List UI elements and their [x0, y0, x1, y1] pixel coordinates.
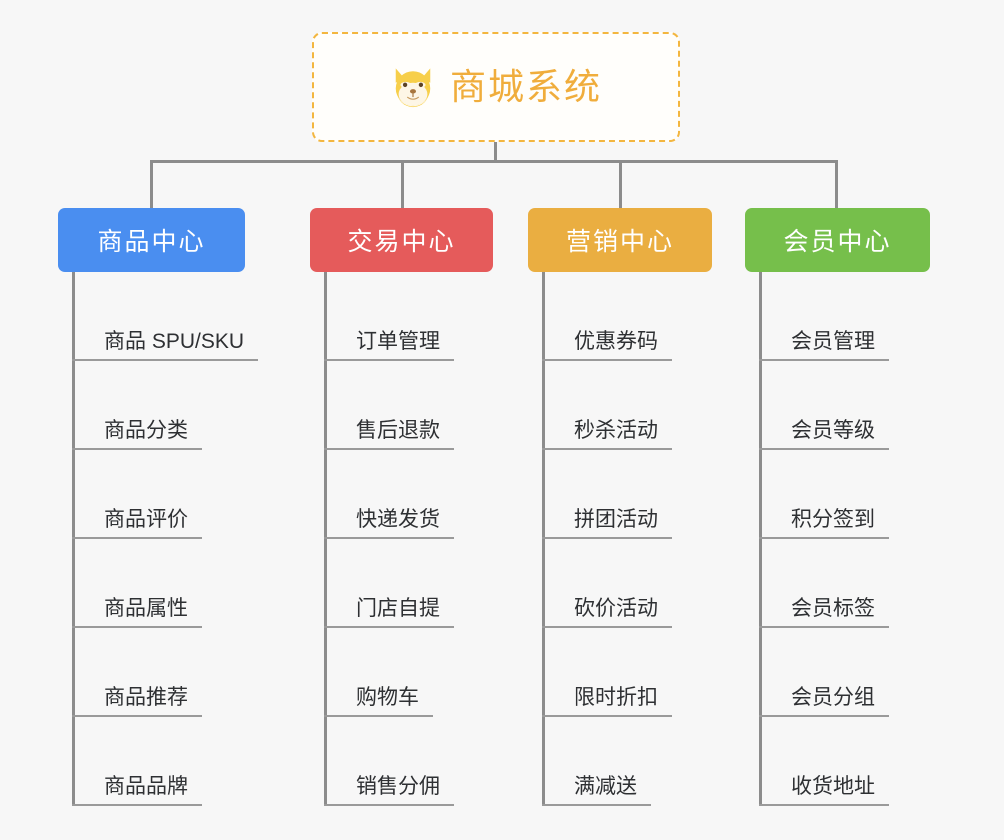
leaf-item[interactable]: 会员等级	[759, 361, 889, 450]
column-spine-product-center	[72, 272, 75, 806]
connector-drop-3	[619, 160, 622, 208]
leaf-item[interactable]: 砍价活动	[542, 539, 672, 628]
leaf-item[interactable]: 售后退款	[324, 361, 454, 450]
leaf-item-label: 会员标签	[759, 597, 889, 628]
leaf-item[interactable]: 会员标签	[759, 539, 889, 628]
branch-column-product-center: 商品中心商品 SPU/SKU 商品分类商品评价商品属性商品推荐商品品牌	[58, 208, 259, 806]
leaf-item[interactable]: 快递发货	[324, 450, 454, 539]
leaf-item-label: 会员分组	[759, 686, 889, 717]
leaf-item[interactable]: 商品推荐	[72, 628, 258, 717]
connector-drop-4	[835, 160, 838, 208]
leaf-item[interactable]: 会员分组	[759, 628, 889, 717]
column-spine-member-center	[759, 272, 762, 806]
dog-face-icon	[395, 68, 431, 108]
leaf-item-label: 购物车	[324, 686, 433, 717]
leaf-item[interactable]: 商品属性	[72, 539, 258, 628]
leaf-item-label: 砍价活动	[542, 597, 672, 628]
category-header-member-center[interactable]: 会员中心	[745, 208, 930, 272]
leaf-list-marketing-center: 优惠券码秒杀活动拼团活动砍价活动限时折扣满减送	[542, 272, 672, 806]
leaf-list-trade-center: 订单管理售后退款快递发货门店自提购物车销售分佣	[324, 272, 454, 806]
category-header-trade-center[interactable]: 交易中心	[310, 208, 493, 272]
category-title: 交易中心	[347, 228, 456, 256]
leaf-item[interactable]: 商品品牌	[72, 717, 258, 806]
leaf-item-label: 会员等级	[759, 419, 889, 450]
branch-column-member-center: 会员中心会员管理会员等级积分签到会员标签会员分组收货地址	[745, 208, 930, 806]
leaf-item[interactable]: 限时折扣	[542, 628, 672, 717]
leaf-item[interactable]: 收货地址	[759, 717, 889, 806]
leaf-item[interactable]: 商品评价	[72, 450, 258, 539]
leaf-item[interactable]: 购物车	[324, 628, 454, 717]
category-title: 营销中心	[565, 228, 674, 256]
leaf-item-label: 拼团活动	[542, 508, 672, 539]
leaf-item-label: 会员管理	[759, 330, 889, 361]
leaf-item[interactable]: 商品 SPU/SKU	[72, 272, 259, 361]
leaf-item-label: 积分签到	[759, 508, 889, 539]
category-title: 会员中心	[783, 228, 892, 256]
leaf-item[interactable]: 拼团活动	[542, 450, 672, 539]
leaf-item-label: 销售分佣	[324, 775, 454, 806]
category-header-marketing-center[interactable]: 营销中心	[528, 208, 712, 272]
leaf-item-label: 秒杀活动	[542, 419, 672, 450]
connector-root-vertical	[494, 142, 497, 162]
leaf-item-label: 商品推荐	[72, 686, 202, 717]
connector-horizontal-bar	[150, 160, 838, 163]
leaf-item-label: 订单管理	[324, 330, 454, 361]
leaf-item-label: 商品分类	[72, 419, 202, 450]
column-spine-marketing-center	[542, 272, 545, 806]
leaf-item-label: 商品 SPU/SKU	[72, 330, 259, 361]
leaf-item[interactable]: 商品分类	[72, 361, 258, 450]
leaf-item[interactable]: 订单管理	[324, 272, 454, 361]
branch-column-trade-center: 交易中心订单管理售后退款快递发货门店自提购物车销售分佣	[310, 208, 493, 806]
leaf-item-label: 商品评价	[72, 508, 202, 539]
connector-drop-1	[150, 160, 153, 208]
leaf-item-label: 收货地址	[759, 775, 889, 806]
leaf-item[interactable]: 销售分佣	[324, 717, 454, 806]
leaf-list-product-center: 商品 SPU/SKU 商品分类商品评价商品属性商品推荐商品品牌	[72, 272, 259, 806]
leaf-item[interactable]: 积分签到	[759, 450, 889, 539]
leaf-item[interactable]: 优惠券码	[542, 272, 672, 361]
leaf-item-label: 门店自提	[324, 597, 454, 628]
leaf-item-label: 快递发货	[324, 508, 454, 539]
leaf-item-label: 商品品牌	[72, 775, 202, 806]
connector-drop-2	[401, 160, 404, 208]
leaf-item-label: 满减送	[542, 775, 651, 806]
branch-column-marketing-center: 营销中心优惠券码秒杀活动拼团活动砍价活动限时折扣满减送	[528, 208, 712, 806]
leaf-item[interactable]: 会员管理	[759, 272, 889, 361]
leaf-item[interactable]: 门店自提	[324, 539, 454, 628]
root-title: 商城系统	[449, 66, 602, 107]
leaf-item-label: 商品属性	[72, 597, 202, 628]
leaf-item[interactable]: 满减送	[542, 717, 672, 806]
leaf-item-label: 优惠券码	[542, 330, 672, 361]
column-spine-trade-center	[324, 272, 327, 806]
leaf-item-label: 售后退款	[324, 419, 454, 450]
leaf-list-member-center: 会员管理会员等级积分签到会员标签会员分组收货地址	[759, 272, 889, 806]
category-title: 商品中心	[97, 228, 206, 256]
leaf-item[interactable]: 秒杀活动	[542, 361, 672, 450]
category-header-product-center[interactable]: 商品中心	[58, 208, 245, 272]
leaf-item-label: 限时折扣	[542, 686, 672, 717]
root-node[interactable]: 商城系统	[312, 32, 680, 142]
